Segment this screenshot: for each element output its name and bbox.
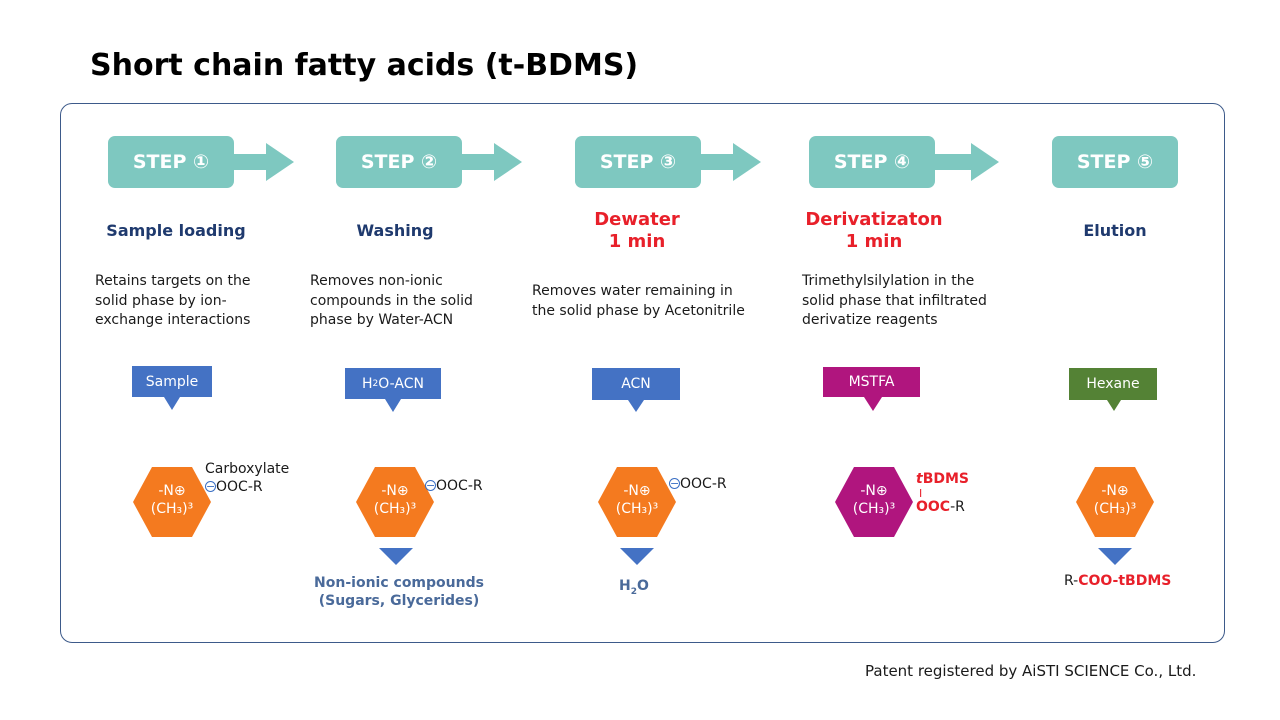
step-3-description: Removes water remaining in the solid pha…: [532, 282, 745, 321]
ammonium-hexagon-icon: [598, 467, 676, 537]
step-4-title-line1: Derivatizaton: [805, 209, 943, 230]
deriv-ooc: OOC: [916, 499, 951, 515]
water-acn-callout-tail: [385, 399, 401, 412]
eluate-line: (Sugars, Glycerides): [318, 593, 480, 609]
step-2-box: STEP ②: [336, 136, 462, 188]
minus-icon: −: [425, 479, 436, 492]
step-4-title: Derivatizaton 1 min: [794, 209, 954, 253]
ammonium-hexagon-icon: [835, 467, 913, 537]
hexagon-3-label: -N⊕ (CH₃)³: [597, 482, 677, 518]
step-3-desc-line: Removes water remaining in: [532, 283, 733, 299]
eluate-h: H: [619, 578, 631, 594]
step-1-desc-line: exchange interactions: [95, 312, 251, 328]
step-3-title: Dewater 1 min: [567, 209, 707, 253]
sample-callout-tail: [164, 397, 180, 410]
hexagon-4-label: -N⊕ (CH₃)³: [834, 482, 914, 518]
step-4-desc-line: derivatize reagents: [802, 312, 938, 328]
anion-label: Carboxylate: [205, 461, 290, 477]
step-3-desc-line: the solid phase by Acetonitrile: [532, 302, 745, 319]
step-5-box: STEP ⑤: [1052, 136, 1178, 188]
non-ionic-eluate: Non-ionic compounds (Sugars, Glycerides): [303, 574, 495, 610]
mstfa-callout-tail: [864, 397, 882, 411]
step-2-description: Removes non-ionic compounds in the solid…: [310, 272, 473, 331]
step-4-arrow-icon: [935, 143, 999, 181]
step-1-desc-line: solid phase by ion-: [95, 292, 227, 309]
step-4-desc-line: Trimethylsilylation in the: [802, 273, 975, 289]
sample-callout: Sample: [132, 366, 212, 397]
step-2-title: Washing: [356, 221, 434, 240]
eluate-line: Non-ionic compounds: [314, 575, 484, 591]
hex-line: (CH₃)³: [615, 501, 659, 517]
step-1-box: STEP ①: [108, 136, 234, 188]
eluate-subscript: 2: [630, 586, 638, 597]
step-1-title: Sample loading: [106, 221, 246, 240]
hex-line: -N⊕: [623, 483, 651, 499]
step-4-title-line2: 1 min: [845, 231, 903, 252]
elution-arrow-icon: [620, 548, 654, 565]
product-main: COO-tBDMS: [1078, 573, 1172, 589]
elution-arrow-icon: [1098, 548, 1132, 565]
deriv-r: -R: [950, 499, 965, 515]
hex-line: (CH₃)³: [852, 501, 896, 517]
hexagon-5-label: -N⊕ (CH₃)³: [1075, 482, 1155, 518]
callout-o-acn: O-ACN: [378, 375, 424, 392]
patent-footer: Patent registered by AiSTI SCIENCE Co., …: [865, 662, 1197, 680]
ammonium-hexagon-icon: [133, 467, 211, 537]
step-2-desc-line: compounds in the solid: [310, 292, 473, 309]
tbdms-derivative: tBDMS I OOC-R: [916, 472, 969, 515]
step-1-arrow-icon: [234, 143, 294, 181]
step-2-arrow-icon: [462, 143, 522, 181]
minus-icon: −: [669, 477, 680, 490]
step-3-arrow-icon: [701, 143, 761, 181]
acn-callout: ACN: [592, 368, 680, 400]
ammonium-hexagon-icon: [1076, 467, 1154, 537]
carboxylate-anion: −OOC-R: [669, 476, 727, 492]
step-2-desc-line: phase by Water-ACN: [310, 312, 454, 328]
hexane-callout-tail: [1107, 400, 1121, 411]
hex-line: -N⊕: [158, 483, 186, 499]
step-1-desc-line: Retains targets on the: [95, 273, 251, 289]
carboxylate-anion: Carboxylate −OOC-R: [205, 460, 289, 496]
eluate-o: O: [637, 578, 649, 594]
hex-line: (CH₃)³: [150, 501, 194, 517]
step-4-box: STEP ④: [809, 136, 935, 188]
anion-formula: OOC-R: [436, 478, 483, 494]
step-5-title: Elution: [1083, 221, 1147, 240]
anion-formula: OOC-R: [680, 476, 727, 492]
deriv-bdms: BDMS: [922, 471, 970, 487]
hex-line: (CH₃)³: [373, 501, 417, 517]
step-4-desc-line: solid phase that infiltrated: [802, 292, 987, 309]
hex-line: -N⊕: [860, 483, 888, 499]
callout-h: H: [362, 375, 373, 392]
hex-line: -N⊕: [1101, 483, 1129, 499]
step-4-description: Trimethylsilylation in the solid phase t…: [802, 272, 987, 331]
acn-callout-tail: [628, 400, 644, 412]
anion-formula: OOC-R: [216, 479, 263, 495]
callout-subscript: 2: [372, 378, 379, 389]
elution-arrow-icon: [379, 548, 413, 565]
page-title: Short chain fatty acids (t-BDMS): [90, 48, 639, 83]
product-prefix: R-: [1064, 573, 1079, 589]
hex-line: (CH₃)³: [1093, 501, 1137, 517]
hex-line: -N⊕: [381, 483, 409, 499]
step-2-desc-line: Removes non-ionic: [310, 273, 443, 289]
step-3-title-line1: Dewater: [594, 209, 680, 230]
water-eluate: H2O: [604, 577, 664, 601]
workflow-frame: [60, 103, 1225, 643]
hexagon-1-label: -N⊕ (CH₃)³: [132, 482, 212, 518]
deriv-t: t: [916, 471, 923, 487]
mstfa-callout: MSTFA: [823, 367, 920, 397]
hexagon-2-label: -N⊕ (CH₃)³: [355, 482, 435, 518]
hexane-callout: Hexane: [1069, 368, 1157, 400]
step-1-description: Retains targets on the solid phase by io…: [95, 272, 250, 331]
step-3-title-line2: 1 min: [608, 231, 666, 252]
ammonium-hexagon-icon: [356, 467, 434, 537]
bond-line: I: [919, 487, 923, 500]
carboxylate-anion: −OOC-R: [425, 478, 483, 494]
product-formula: R-COO-tBDMS: [1064, 573, 1171, 589]
minus-icon: −: [205, 480, 216, 493]
step-3-box: STEP ③: [575, 136, 701, 188]
